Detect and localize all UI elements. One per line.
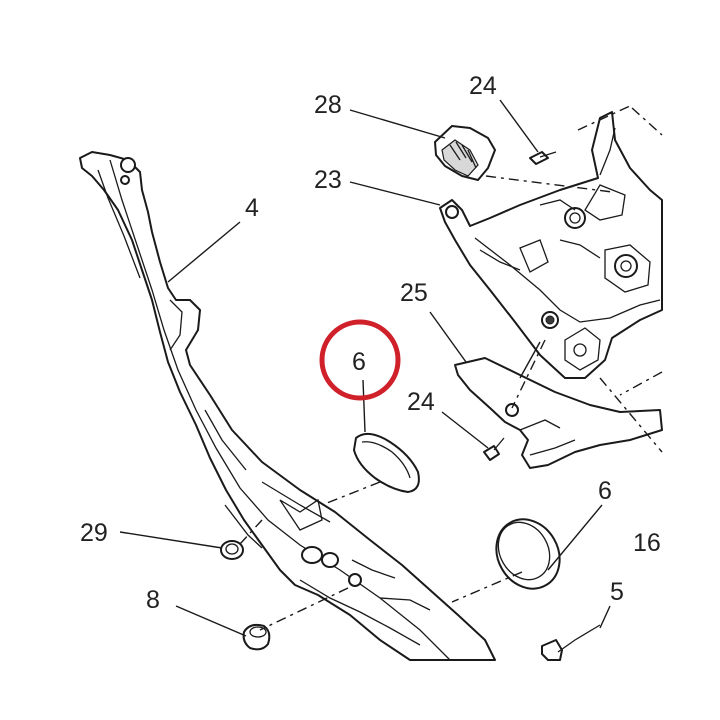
highlight-ring: [319, 319, 401, 401]
callout-29: 29: [80, 519, 108, 547]
callout-labels: 24 28 23 4 25 6 24 6 16 29 8 5: [80, 72, 661, 614]
grommet-part-6-right[interactable]: [484, 508, 572, 600]
screw-part-24-top[interactable]: [529, 151, 557, 165]
callout-25: 25: [400, 279, 428, 307]
callout-23: 23: [314, 166, 342, 194]
callout-24-top: 24: [469, 72, 497, 100]
callout-16: 16: [633, 529, 661, 557]
callout-24-mid: 24: [407, 388, 435, 416]
rubber-pad-part-28[interactable]: [434, 125, 496, 181]
connector-part-5[interactable]: [541, 624, 601, 661]
callout-28: 28: [314, 91, 342, 119]
rear-housing-assembly[interactable]: [439, 111, 663, 379]
assembly-axis-lines: [239, 104, 663, 631]
guard-part-25[interactable]: [454, 357, 663, 469]
screw-part-24-mid[interactable]: [483, 437, 505, 461]
leader-lines: [119, 99, 611, 637]
plug-part-8[interactable]: [242, 623, 271, 651]
callout-6-highlighted: 6: [352, 348, 366, 376]
callout-6-right: 6: [598, 477, 612, 505]
clip-part-29[interactable]: [220, 540, 244, 560]
frame-bracket-part-4[interactable]: [79, 151, 496, 661]
grommet-part-6-highlighted[interactable]: [353, 432, 420, 493]
callout-5: 5: [610, 578, 624, 606]
callout-4: 4: [245, 194, 259, 222]
callout-8: 8: [146, 586, 160, 614]
